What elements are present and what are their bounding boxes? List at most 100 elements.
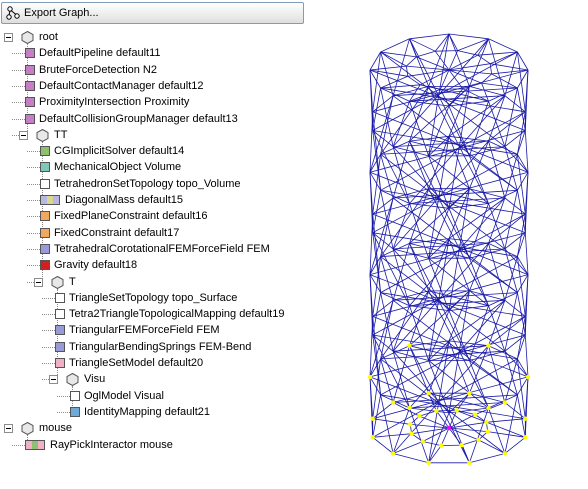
tree-component-raypickinteractor[interactable]: RayPickInteractor mouse	[50, 438, 173, 451]
mesh-cap-edge	[489, 63, 492, 74]
mesh-vertical-edge	[524, 334, 529, 377]
mesh-vertical-edge	[488, 345, 506, 403]
constrained-point	[523, 435, 528, 440]
mesh-interior-edge	[428, 188, 489, 306]
mesh-vertical-edge	[392, 248, 410, 306]
mesh-diagonal-edge	[372, 51, 381, 112]
tree-node-t[interactable]: T	[69, 275, 76, 288]
mesh-vertical-edge	[448, 238, 470, 292]
mesh-vertical-edge	[469, 407, 489, 463]
mesh-interior-edge	[428, 290, 489, 409]
mesh-cap-edge	[416, 56, 450, 71]
tree-node-mouse[interactable]: mouse	[39, 422, 73, 435]
tree-component-defaultcollisiongroupmanager[interactable]: DefaultCollisionGroupManager default13	[39, 112, 238, 125]
mesh-interior-edge	[409, 197, 506, 306]
mesh-interior-edge	[392, 345, 489, 454]
mesh-ring-edge	[369, 376, 381, 396]
mesh-diagonal-edge	[428, 238, 450, 292]
mesh-cap-edge	[448, 410, 458, 429]
tree-component-mechanicalobject[interactable]: MechanicalObject Volume	[54, 161, 182, 174]
mesh-cap-edge	[474, 414, 487, 423]
tree-connector	[27, 151, 40, 153]
mesh-interior-edge	[393, 345, 489, 352]
mesh-cap-edge	[434, 33, 450, 52]
tree-component-trianglesettopology[interactable]: TriangleSetTopology topo_Surface	[69, 291, 238, 304]
tree-component-fixedconstraint[interactable]: FixedConstraint default17	[54, 226, 180, 239]
mesh-diagonal-edge	[380, 86, 429, 155]
collapse-toggle-root[interactable]	[4, 33, 13, 42]
tree-connector	[12, 69, 25, 71]
tree-component-tetrahedralcorotationalfemforcefield[interactable]: TetrahedralCorotationalFEMForceField FEM	[54, 242, 270, 255]
mesh-vertical-edge	[392, 305, 410, 352]
mesh-vertical-edge	[380, 197, 394, 257]
tree-component-trianglesetmodel[interactable]: TriangleSetModel default20	[69, 357, 204, 369]
tree-component-cgimplicitsolver[interactable]: CGImplicitSolver default14	[54, 145, 185, 158]
collapse-toggle-t[interactable]	[34, 277, 43, 287]
tree-component-diagonalmass[interactable]: DiagonalMass default15	[65, 194, 184, 206]
mesh-vertical-edge	[504, 394, 518, 454]
tree-component-bruteforcedetection[interactable]: BruteForceDetection N2	[39, 63, 157, 76]
collapse-toggle-visu[interactable]	[49, 375, 58, 385]
constrained-point	[370, 416, 375, 421]
tree-component-triangularfemforcefield[interactable]: TriangularFEMForceField FEM	[69, 324, 220, 337]
mesh-diagonal-edge	[369, 95, 394, 173]
mesh-ring-edge	[448, 100, 489, 107]
mesh-ring-edge	[488, 394, 518, 409]
mesh-vertical-edge	[488, 95, 506, 142]
3d-viewport[interactable]	[307, 0, 588, 484]
tree-component-tetrahedronsettopology[interactable]: TetrahedronSetTopology topo_Volume	[54, 177, 241, 190]
mesh-ring-edge	[448, 305, 489, 311]
mesh-ring-edge	[380, 394, 410, 409]
mesh-vertical-edge	[469, 258, 489, 306]
mesh-interior-edge	[448, 392, 470, 414]
mesh-vertical-edge	[504, 87, 518, 147]
mesh-cap-edge	[409, 89, 441, 102]
mesh-diagonal-edge	[488, 407, 506, 454]
tree-connector	[27, 281, 40, 283]
mesh-diagonal-edge	[392, 38, 410, 96]
mesh-ring-edge	[380, 292, 410, 307]
tree-component-proximityintersection[interactable]: ProximityIntersection Proximity	[39, 96, 190, 109]
mesh-cap-edge	[486, 418, 526, 423]
tree-component-defaultpipeline[interactable]: DefaultPipeline default11	[39, 47, 161, 60]
component-color-icon	[55, 292, 65, 303]
mesh-interior-edge	[369, 334, 526, 378]
tree-component-identitymapping[interactable]: IdentityMapping default21	[84, 405, 210, 418]
constrained-point	[370, 435, 375, 440]
constrained-point	[407, 343, 412, 348]
mesh-cap-edge	[434, 50, 450, 71]
tree-node-visu[interactable]: Visu	[84, 373, 106, 386]
tree-component-triangularbendingsprings[interactable]: TriangularBendingSprings FEM-Bend	[69, 340, 252, 353]
mesh-ring-edge	[409, 305, 450, 311]
constrained-point	[408, 422, 413, 427]
mesh-diagonal-edge	[448, 208, 470, 259]
mesh-interior-edge	[393, 189, 518, 199]
tree-node-tt[interactable]: TT	[54, 128, 68, 141]
mesh-diagonal-edge	[369, 376, 374, 438]
mesh-ring-edge	[392, 188, 429, 199]
mesh-ring-edge	[372, 130, 394, 147]
tree-component-gravity[interactable]: Gravity default18	[54, 259, 138, 272]
mesh-ring-edge	[504, 197, 526, 215]
mesh-vertical-edge	[392, 203, 410, 250]
mesh-interior-edge	[380, 213, 526, 293]
mesh-vertical-edge	[448, 188, 470, 239]
mesh-diagonal-edge	[517, 394, 526, 438]
tree-node-root[interactable]: root	[39, 31, 58, 43]
collapse-toggle-mouse[interactable]	[4, 424, 13, 434]
tree-component-fixedplaneconstraint[interactable]: FixedPlaneConstraint default16	[54, 210, 208, 223]
mesh-ring-edge	[504, 130, 526, 147]
tree-connector	[42, 363, 55, 364]
mesh-diagonal-edge	[517, 87, 526, 131]
tree-component-oglmodel[interactable]: OglModel Visual	[84, 389, 164, 402]
mesh-cap-edge	[369, 65, 407, 71]
collapse-toggle-tt[interactable]	[19, 130, 28, 140]
export-graph-button[interactable]: Export Graph...	[1, 2, 304, 24]
mesh-interior-edge	[393, 394, 518, 403]
mesh-diagonal-edge	[504, 154, 518, 199]
mesh-vertical-edge	[488, 243, 506, 301]
tree-component-defaultcontactmanager[interactable]: DefaultContactManager default12	[39, 79, 204, 92]
mesh-interior-edge	[409, 197, 505, 204]
mesh-ring-edge	[369, 358, 381, 378]
tree-component-tetra2triangletopologicalmapping[interactable]: Tetra2TriangleTopologicalMapping default…	[69, 308, 285, 321]
